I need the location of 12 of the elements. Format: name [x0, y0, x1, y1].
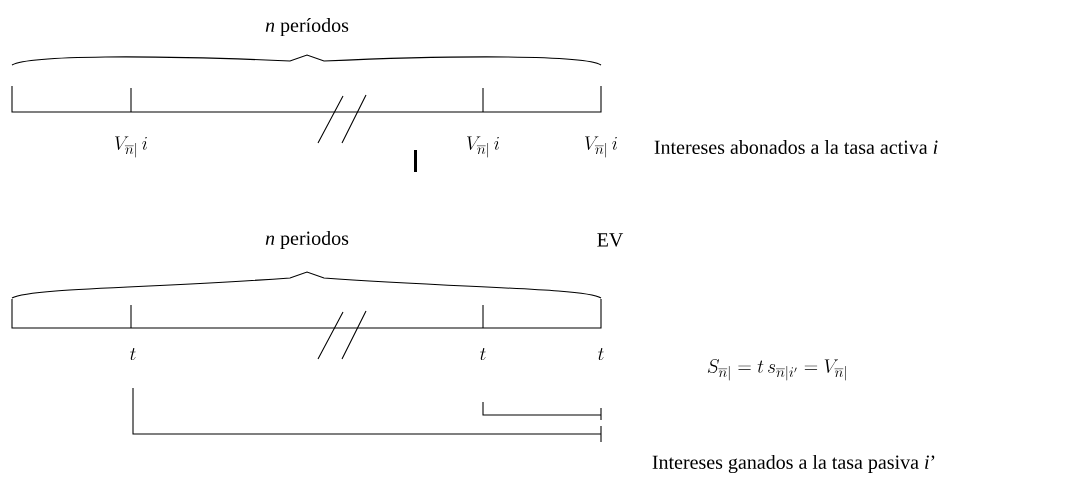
payment-label: $t$	[480, 347, 486, 361]
ev-label: EV	[597, 233, 624, 247]
payment-label: $V_{\overline{n}|}\,i$	[585, 136, 618, 158]
note-text: Intereses abonados a la tasa activa i	[654, 140, 938, 155]
payment-label: $V_{\overline{n}|}\,i$	[115, 136, 148, 158]
payment-label: $V_{\overline{n}|}\,i$	[467, 136, 500, 158]
note-text: Intereses ganados a la tasa pasiva i’	[652, 454, 935, 474]
payment-label: $t$	[130, 347, 136, 361]
period-label: n períodos	[265, 17, 349, 37]
payment-label: $t$	[598, 347, 604, 361]
period-label: n periodos	[265, 230, 349, 250]
formula: $S_{\overline{n}|}=t\,s_{\overline{n}|i'}=V_{\overline{n}|}$	[707, 359, 846, 381]
